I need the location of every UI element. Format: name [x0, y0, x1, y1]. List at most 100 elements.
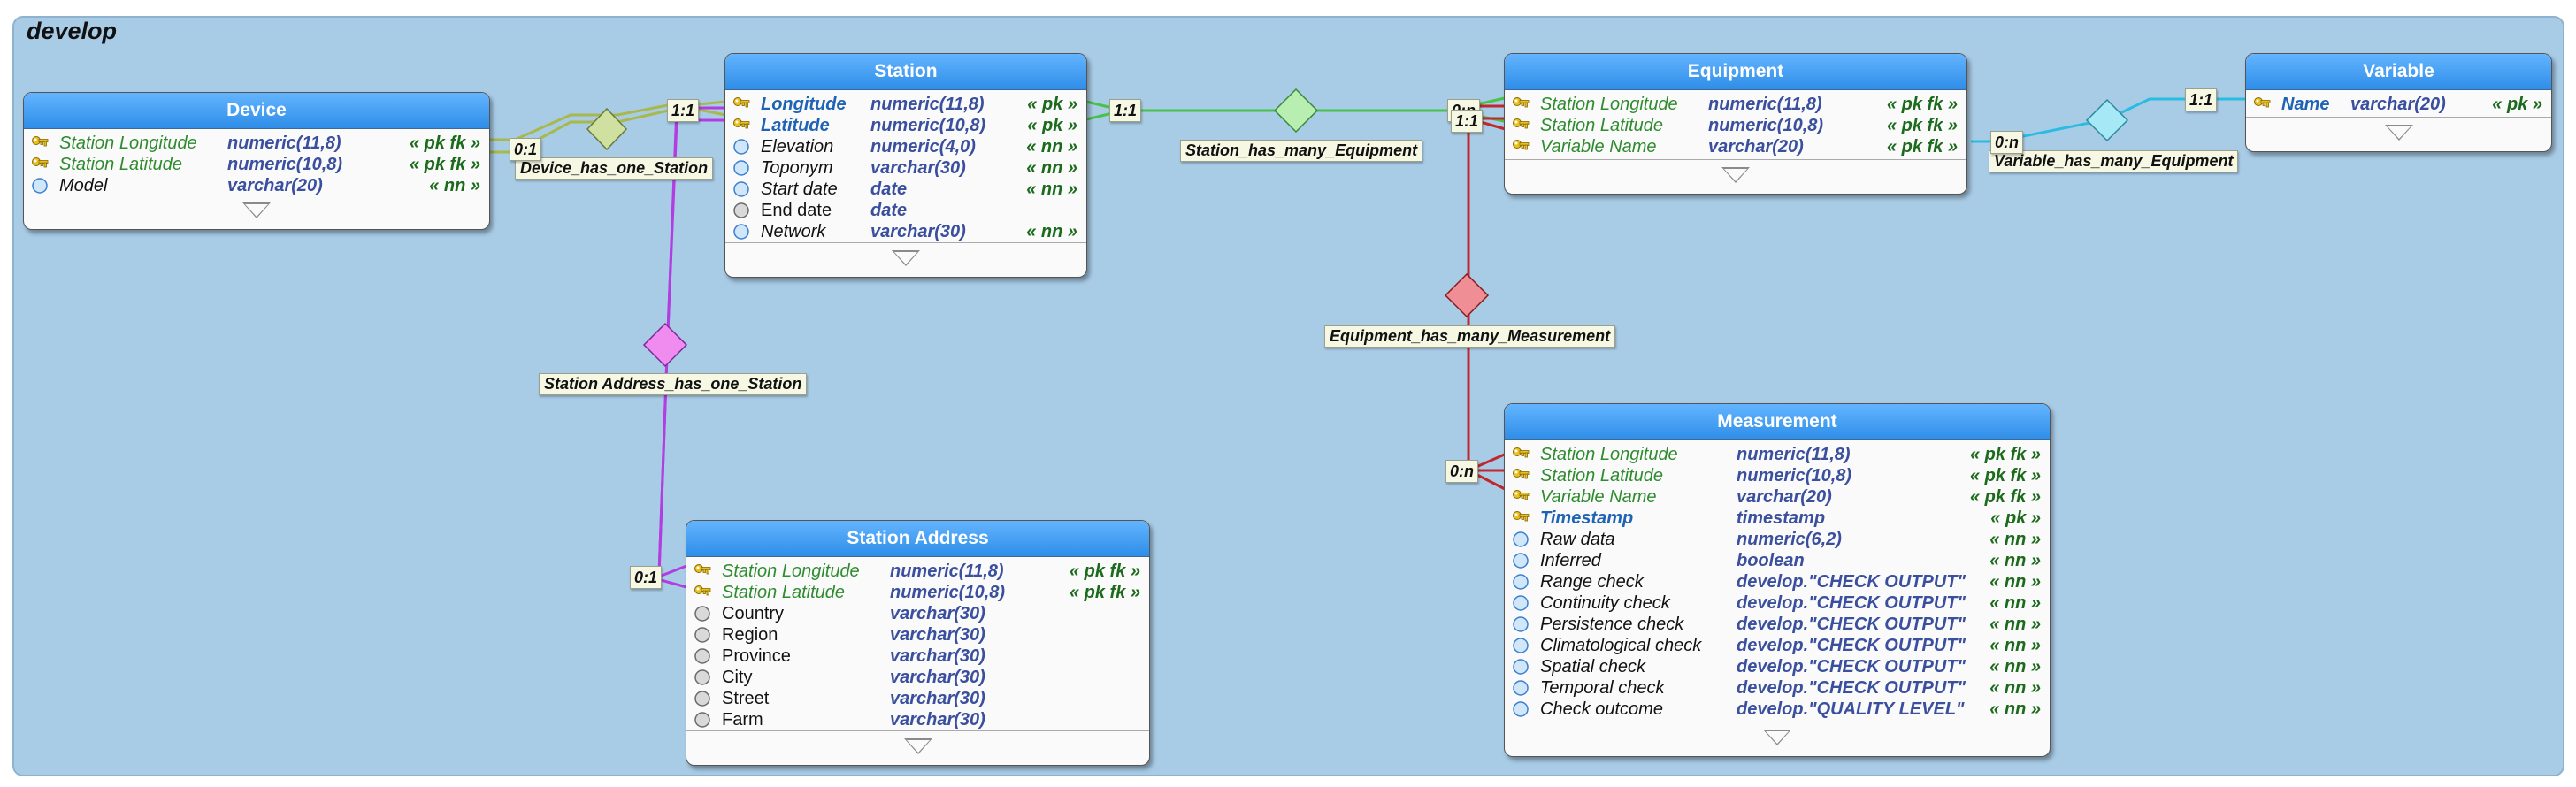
column-type: varchar(20) [2350, 95, 2446, 114]
column-constraint: « pk fk » [1886, 95, 1958, 114]
table-footer [725, 242, 1086, 277]
expand-arrow-icon[interactable] [1721, 167, 1750, 183]
cardinality-variable-equipment-variable: 1:1 [2185, 88, 2218, 111]
key-icon [1512, 509, 1530, 527]
table-row[interactable]: Farm varchar(30) [686, 709, 1149, 730]
column-constraint: « pk fk » [1886, 137, 1958, 157]
column-type: varchar(20) [227, 176, 323, 195]
column-name: Variable Name [1540, 487, 1657, 507]
column-name: Temporal check [1540, 678, 1665, 698]
relationship-diamond-equipment-measurement[interactable] [1444, 272, 1490, 318]
column-type: varchar(30) [890, 604, 985, 623]
column-type: develop."CHECK OUTPUT" [1736, 572, 1966, 592]
relationship-label-variable-equipment[interactable]: Variable_has_many_Equipment [1989, 150, 2239, 172]
link-address-station[interactable] [642, 106, 724, 589]
column-type: develop."CHECK OUTPUT" [1736, 593, 1966, 613]
cardinality-equipment-measurement-equipment: 1:1 [1451, 110, 1484, 133]
relationship-label-device-station[interactable]: Device_has_one_Station [515, 157, 714, 180]
link-equipment-measurement[interactable] [1444, 104, 1509, 493]
relationship-diamond-device-station[interactable] [586, 107, 628, 151]
column-circle-icon [1512, 700, 1530, 718]
relationship-label-address-station[interactable]: Station Address_has_one_Station [539, 373, 808, 395]
column-type: varchar(30) [890, 668, 985, 687]
table-row[interactable]: Variable Name varchar(20) « pk fk » [1505, 136, 1966, 157]
cardinality-variable-equipment-equipment: 0:n [1990, 131, 2023, 154]
column-name: Station Longitude [1540, 445, 1678, 464]
column-type: varchar(20) [1708, 137, 1804, 157]
cardinality-device-station-station: 1:1 [667, 99, 700, 122]
expand-arrow-icon[interactable] [1763, 730, 1791, 745]
column-circle-icon [732, 159, 750, 177]
cardinality-device-station-device: 0:1 [510, 138, 542, 161]
relationship-diamond-variable-equipment[interactable] [2085, 98, 2129, 142]
column-name: Timestamp [1540, 508, 1634, 528]
column-type: varchar(30) [890, 689, 985, 708]
column-type: varchar(30) [890, 710, 985, 730]
column-type: numeric(11,8) [1708, 95, 1822, 114]
key-icon [732, 96, 750, 113]
column-name: Farm [722, 710, 763, 730]
column-constraint: « nn » [429, 176, 480, 195]
column-name: Variable Name [1540, 137, 1657, 157]
expand-arrow-icon[interactable] [242, 202, 271, 218]
column-constraint: « pk fk » [1886, 116, 1958, 135]
nullable-circle-icon [694, 669, 711, 686]
column-circle-icon [732, 223, 750, 241]
relationship-label-equipment-measurement[interactable]: Equipment_has_many_Measurement [1324, 325, 1616, 348]
expand-arrow-icon[interactable] [2384, 125, 2413, 141]
relationship-diamond-station-equipment[interactable] [1273, 88, 1319, 134]
key-icon [694, 584, 711, 601]
relationship-diamond-address-station[interactable] [642, 322, 688, 368]
column-type: numeric(4,0) [870, 137, 976, 157]
link-station-equipment[interactable] [1085, 88, 1509, 134]
relationship-label-station-equipment[interactable]: Station_has_many_Equipment [1180, 140, 1423, 162]
key-icon [1512, 96, 1530, 113]
column-circle-icon [1512, 637, 1530, 654]
cardinality-station-equipment-station: 1:1 [1109, 99, 1142, 122]
expand-arrow-icon[interactable] [903, 738, 932, 754]
cardinality-equipment-measurement-measurement: 0:n [1445, 460, 1478, 483]
column-constraint: « nn » [1990, 530, 2041, 549]
expand-arrow-icon[interactable] [892, 250, 920, 266]
